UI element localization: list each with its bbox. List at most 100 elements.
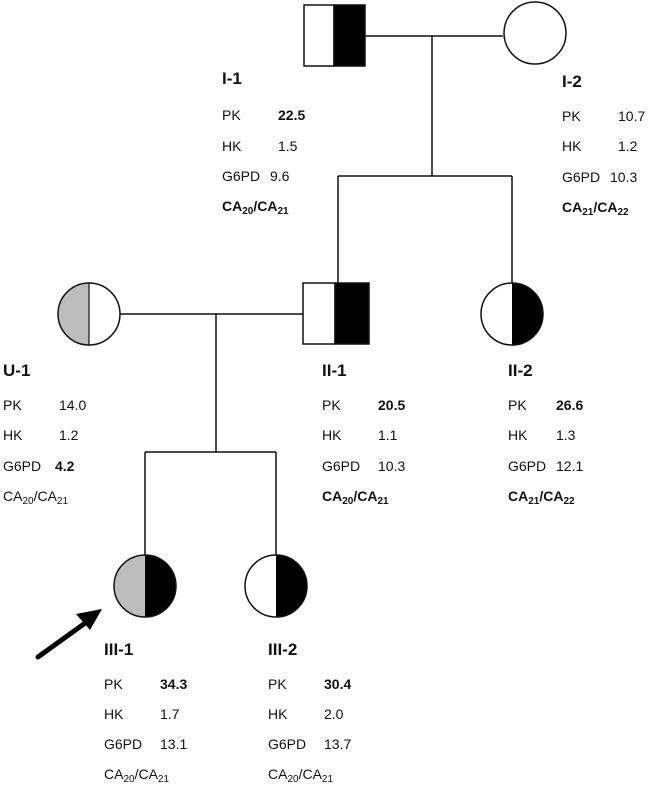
allele-b-sub: 21 xyxy=(157,774,170,785)
hk-label: HK xyxy=(104,706,124,722)
hk-label: HK xyxy=(222,138,242,154)
g6pd-label: G6PD xyxy=(322,458,361,474)
allele-b: CA xyxy=(543,488,564,504)
symbol-i-2 xyxy=(503,1,567,65)
allele-a: CA xyxy=(104,766,124,782)
allele-b-sub: 22 xyxy=(563,496,575,507)
label-i-2: I-2 xyxy=(562,72,582,91)
pk-label: PK xyxy=(222,107,241,123)
genotype-separator: / xyxy=(33,488,38,504)
g6pd-value: 10.3 xyxy=(378,458,406,474)
label-ii-1: II-1 xyxy=(322,361,347,380)
allele-b-sub: 22 xyxy=(617,207,629,218)
allele-b: CA xyxy=(302,766,322,782)
hk-label: HK xyxy=(3,427,23,443)
genotype: CA20/CA21 xyxy=(268,767,333,785)
symbol-i-1 xyxy=(303,4,366,67)
label-iii-2: III-2 xyxy=(268,640,298,659)
pk-value: 30.4 xyxy=(324,676,352,692)
genotype-separator: / xyxy=(593,199,598,215)
g6pd-value: 12.1 xyxy=(556,458,584,474)
allele-a-sub: 20 xyxy=(123,774,135,785)
allele-a: CA xyxy=(508,488,529,504)
pk-label: PK xyxy=(508,397,527,413)
genotype: CA20/CA21 xyxy=(3,489,68,507)
genotype-separator: / xyxy=(253,198,258,214)
g6pd-value: 13.7 xyxy=(324,736,352,752)
label-ii-2: II-2 xyxy=(508,361,533,380)
hk-value: 1.5 xyxy=(278,138,298,154)
g6pd-value: 4.2 xyxy=(55,458,75,474)
allele-a-sub: 20 xyxy=(242,206,254,217)
symbol-iii-2 xyxy=(244,554,308,618)
g6pd-value: 10.3 xyxy=(610,169,638,185)
pk-label: PK xyxy=(104,676,123,692)
label-u-1: U-1 xyxy=(3,361,31,380)
genotype: CA20/CA21 xyxy=(322,489,389,507)
allele-b-sub: 21 xyxy=(277,206,289,217)
allele-b-sub: 21 xyxy=(321,774,334,785)
g6pd-label: G6PD xyxy=(222,168,261,184)
pk-value: 34.3 xyxy=(160,676,188,692)
allele-b: CA xyxy=(257,198,278,214)
genotype: CA21/CA22 xyxy=(508,489,575,507)
allele-a-sub: 20 xyxy=(287,774,299,785)
allele-a: CA xyxy=(322,488,343,504)
hk-label: HK xyxy=(268,706,288,722)
symbol-u-1 xyxy=(57,282,121,346)
genotype: CA20/CA21 xyxy=(104,767,169,785)
allele-b-sub: 21 xyxy=(377,496,389,507)
g6pd-label: G6PD xyxy=(562,169,601,185)
hk-value: 1.2 xyxy=(59,427,79,443)
allele-a: CA xyxy=(3,488,23,504)
allele-a-sub: 21 xyxy=(528,496,540,507)
pk-value: 26.6 xyxy=(556,397,584,413)
g6pd-label: G6PD xyxy=(104,736,143,752)
hk-value: 1.7 xyxy=(160,706,180,722)
hk-label: HK xyxy=(508,427,528,443)
allele-b: CA xyxy=(597,199,618,215)
allele-a-sub: 20 xyxy=(22,496,34,507)
hk-value: 1.2 xyxy=(618,138,638,154)
hk-value: 1.3 xyxy=(556,427,576,443)
allele-b-sub: 21 xyxy=(56,496,69,507)
pk-label: PK xyxy=(322,397,341,413)
pk-label: PK xyxy=(562,108,581,124)
allele-b: CA xyxy=(138,766,158,782)
symbol-ii-1 xyxy=(302,282,370,345)
proband-arrow xyxy=(35,609,102,660)
pk-label: PK xyxy=(268,676,287,692)
allele-a: CA xyxy=(268,766,288,782)
pk-value: 14.0 xyxy=(59,397,87,413)
pk-label: PK xyxy=(3,397,22,413)
symbol-ii-2 xyxy=(480,282,544,346)
allele-a-sub: 20 xyxy=(342,496,354,507)
allele-a-sub: 21 xyxy=(582,207,594,218)
allele-b: CA xyxy=(357,488,378,504)
g6pd-label: G6PD xyxy=(508,458,547,474)
hk-label: HK xyxy=(562,138,582,154)
genotype-separator: / xyxy=(298,766,303,782)
pk-value: 20.5 xyxy=(378,397,406,413)
genotype-separator: / xyxy=(539,488,544,504)
allele-a: CA xyxy=(562,199,583,215)
allele-a: CA xyxy=(222,198,243,214)
pk-value: 10.7 xyxy=(618,108,646,124)
genotype-separator: / xyxy=(353,488,358,504)
label-i-1: I-1 xyxy=(222,69,242,88)
label-iii-1: III-1 xyxy=(104,640,134,659)
g6pd-value: 13.1 xyxy=(160,736,188,752)
pk-value: 22.5 xyxy=(278,107,306,123)
hk-value: 2.0 xyxy=(324,706,344,722)
hk-value: 1.1 xyxy=(378,427,398,443)
pedigree-lines xyxy=(120,35,513,555)
hk-label: HK xyxy=(322,427,342,443)
genotype: CA21/CA22 xyxy=(562,200,629,218)
